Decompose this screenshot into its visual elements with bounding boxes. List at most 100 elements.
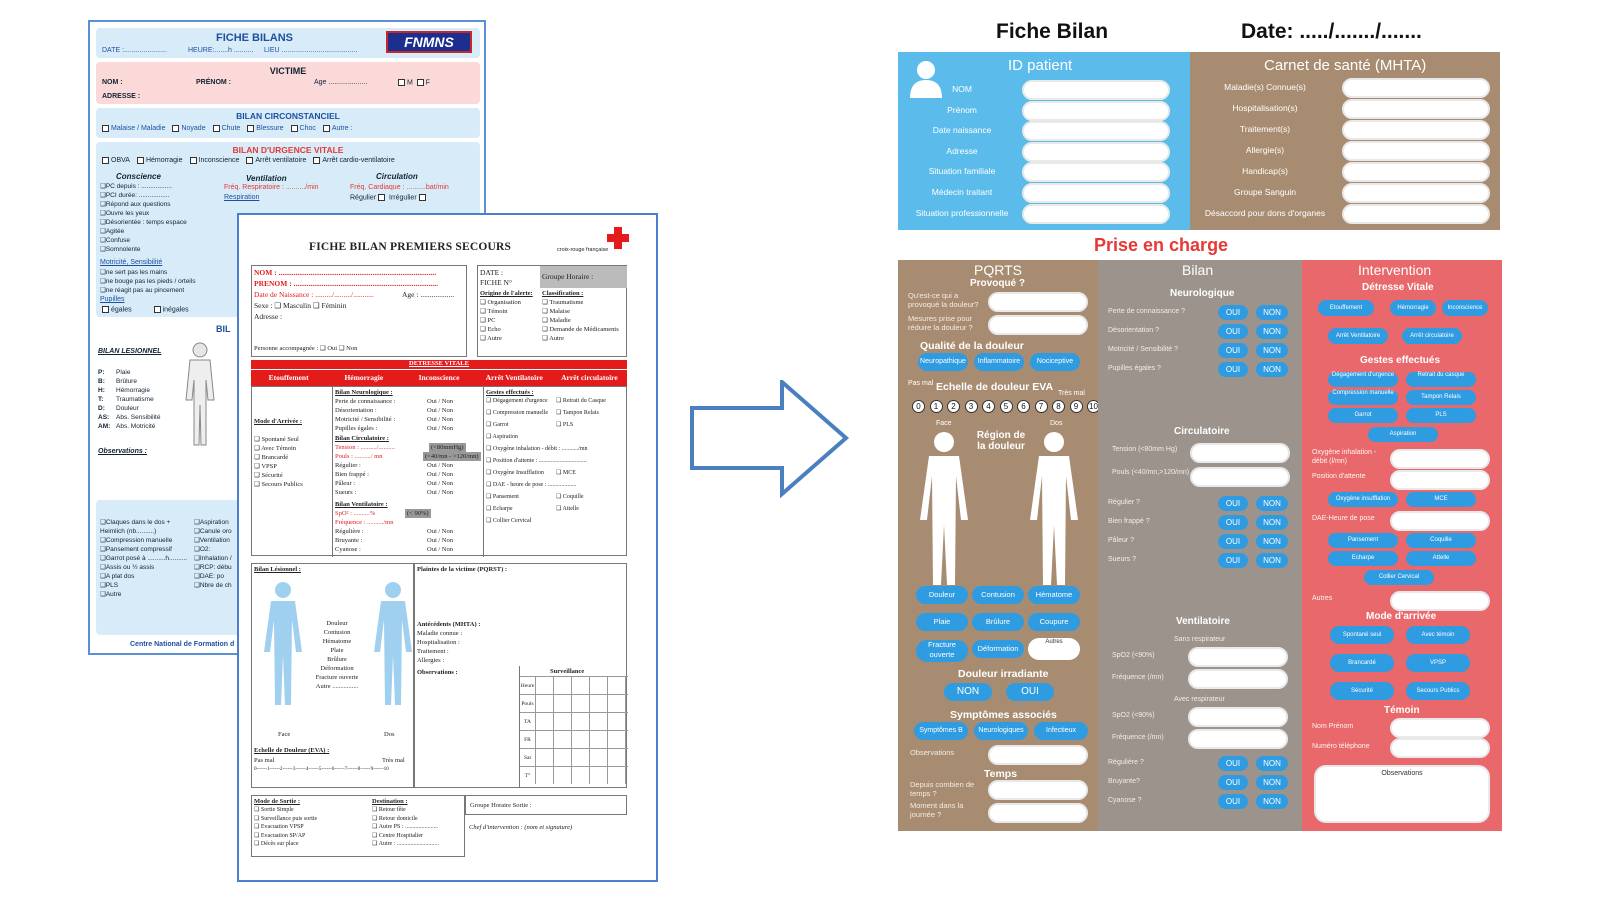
geste-pill[interactable]: Dégagement d'urgence [1328, 372, 1398, 387]
eva-4-button[interactable]: 4 [982, 400, 995, 413]
classif-item-checkbox[interactable]: ❑ [542, 308, 550, 315]
neuro-non-button[interactable]: NON [1256, 324, 1288, 339]
detresse-pill[interactable]: Etouffement [1318, 300, 1374, 316]
circ-non-button[interactable]: NON [1256, 496, 1288, 511]
pqrts-q2-field[interactable] [988, 315, 1088, 335]
origine-item-checkbox[interactable]: ❑ [480, 299, 488, 306]
classif-item-checkbox[interactable]: ❑ [542, 317, 550, 324]
interv-dae-field[interactable] [1390, 511, 1490, 531]
geste-pill[interactable]: Garrot [1328, 408, 1398, 423]
lesion-pill[interactable]: Fracture ouverte [916, 640, 968, 662]
geste-item[interactable]: ❑ Garrot [486, 422, 509, 428]
text-field[interactable] [1342, 78, 1490, 98]
pqrts-observations-field[interactable] [988, 745, 1088, 765]
surv-cells[interactable] [536, 767, 628, 784]
conscience-item-checkbox[interactable]: ❑ [100, 246, 106, 253]
geste-item[interactable]: ❑ Aspiration [486, 434, 518, 440]
crf-feminin[interactable]: Féminin [321, 301, 347, 310]
bilan-spo2-sans-field[interactable] [1188, 647, 1288, 667]
circ-non-button[interactable]: NON [1256, 534, 1288, 549]
bilan-pouls-field[interactable] [1190, 467, 1290, 487]
circ-item-ouinon[interactable]: Oui / Non [427, 462, 453, 469]
eva-7-button[interactable]: 7 [1034, 400, 1048, 413]
surv-cells[interactable] [536, 749, 628, 766]
crf-accomp-oui[interactable]: Oui [327, 345, 338, 352]
urg-item-checkbox[interactable] [102, 157, 109, 164]
geste-right-checkbox[interactable]: ❑ [194, 537, 200, 544]
mode-pill[interactable]: Brancardé [1330, 654, 1394, 672]
geste-item[interactable]: ❑ Pansement [486, 494, 519, 500]
mode-pill[interactable]: VPSP [1406, 654, 1470, 672]
surv-cells[interactable] [536, 713, 628, 730]
urg-item-checkbox[interactable] [136, 157, 144, 164]
sortie-item-checkbox[interactable]: ❑ [254, 841, 261, 847]
irradiante-non-button[interactable]: NON [944, 683, 992, 701]
circ-non-button[interactable]: NON [1256, 515, 1288, 530]
lesion-pill[interactable]: Douleur [916, 586, 968, 604]
checkbox-irregulier[interactable] [418, 194, 426, 201]
neuro-item-ouinon[interactable]: Oui / Non [427, 416, 453, 423]
detresse-pill[interactable]: Inconscience [1442, 300, 1488, 316]
lesion-pill[interactable]: Brûlure [972, 613, 1024, 631]
circ-item-ouinon[interactable]: Oui / Non [427, 471, 453, 478]
circ-oui-button[interactable]: OUI [1218, 515, 1248, 530]
immob-pill[interactable]: Coquille [1406, 533, 1476, 548]
geste-item[interactable]: ❑ DAE - heure de pose : ................… [486, 482, 577, 488]
circ-item-ouinon[interactable]: Oui / Non [427, 480, 453, 487]
oxy-pill[interactable]: MCE [1406, 492, 1476, 507]
geste-pill[interactable]: Retrait du casque [1406, 372, 1476, 387]
geste-left-checkbox[interactable]: ❑ [100, 573, 106, 580]
geste-right-checkbox[interactable]: ❑ [194, 528, 200, 535]
text-field[interactable] [1022, 121, 1170, 142]
bilan-freq-sans-field[interactable] [1188, 669, 1288, 689]
text-field[interactable] [1022, 80, 1170, 100]
autres-field[interactable]: Autres [1028, 638, 1080, 660]
neuro-non-button[interactable]: NON [1256, 343, 1288, 358]
checkbox-f[interactable] [416, 79, 424, 86]
eva-6-button[interactable]: 6 [1017, 400, 1030, 413]
conscience-item-checkbox[interactable]: ❑ [100, 237, 106, 244]
geste-item[interactable]: ❑ Echarpe [486, 506, 513, 512]
immob-pill[interactable]: Echarpe [1328, 551, 1398, 566]
text-field[interactable] [1342, 120, 1490, 140]
text-field[interactable] [1022, 203, 1170, 224]
geste-right-checkbox[interactable]: ❑ [194, 573, 200, 580]
vent-item-ouinon[interactable]: Oui / Non [427, 528, 453, 535]
sortie-item-checkbox[interactable]: ❑ [254, 807, 261, 813]
circ-item-checkbox[interactable] [172, 125, 180, 132]
mode-item-checkbox[interactable]: ❑ [254, 481, 262, 488]
lesion-pill[interactable]: Hématome [1028, 586, 1080, 604]
origine-item-checkbox[interactable]: ❑ [480, 326, 488, 333]
mode-item-checkbox[interactable]: ❑ [254, 472, 262, 479]
urg-item-checkbox[interactable] [246, 157, 254, 164]
interv-position-field[interactable] [1390, 470, 1490, 490]
eva-1-button[interactable]: 1 [929, 400, 943, 413]
geste-left-checkbox[interactable]: ❑ [100, 591, 106, 598]
sortie-item-checkbox[interactable]: ❑ [254, 815, 261, 822]
vent-non-button[interactable]: NON [1256, 775, 1288, 790]
vent-oui-button[interactable]: OUI [1218, 756, 1248, 771]
geste-pill[interactable]: Tampon Relais [1406, 390, 1476, 405]
mode-pill[interactable]: Sécurité [1330, 682, 1394, 700]
dest-item-checkbox[interactable]: ❑ [372, 832, 379, 839]
origine-item-checkbox[interactable]: ❑ [480, 317, 488, 324]
geste-item[interactable]: ❑ Tampon Relais [556, 410, 599, 416]
motricite-item-checkbox[interactable]: ❑ [100, 287, 106, 294]
bilan-spo2-avec-field[interactable] [1188, 707, 1288, 727]
text-field[interactable] [1022, 100, 1170, 121]
lesion-pill[interactable]: Coupure [1028, 613, 1080, 631]
interv-observations-box[interactable]: Observations [1314, 765, 1490, 823]
text-field[interactable] [1022, 162, 1170, 183]
eva-5-button[interactable]: 5 [999, 400, 1013, 413]
circ-non-button[interactable]: NON [1256, 553, 1288, 568]
geste-item[interactable]: ❑ Dégagement d'urgence [486, 398, 548, 404]
geste-right-checkbox[interactable]: ❑ [194, 555, 200, 562]
checkbox-inegales[interactable] [153, 306, 161, 313]
dest-item-checkbox[interactable]: ❑ [372, 807, 379, 813]
circ-oui-button[interactable]: OUI [1218, 534, 1248, 549]
pqrts-moment-field[interactable] [988, 803, 1088, 823]
urg-item-checkbox[interactable] [189, 157, 197, 164]
pqrts-depuis-field[interactable] [988, 780, 1088, 800]
motricite-item-checkbox[interactable]: ❑ [100, 278, 106, 285]
dest-item-checkbox[interactable]: ❑ [372, 841, 379, 847]
